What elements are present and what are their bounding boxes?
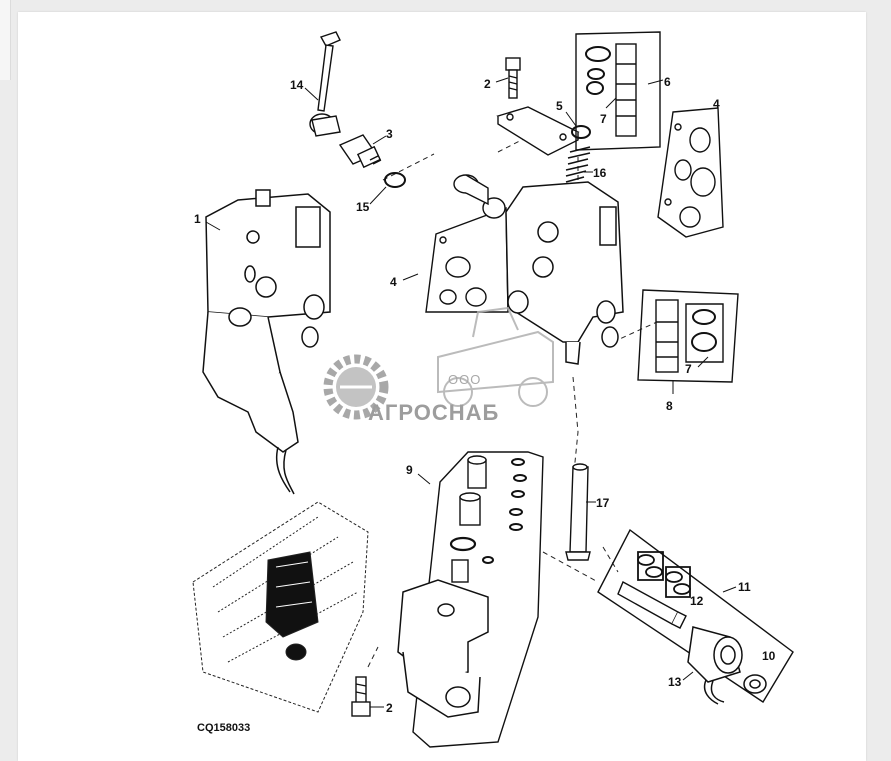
callout-2-top: 2 xyxy=(484,77,509,91)
svg-text:16: 16 xyxy=(593,166,607,180)
svg-text:2: 2 xyxy=(386,701,393,715)
svg-text:12: 12 xyxy=(690,594,704,608)
callout-3: 3 xyxy=(372,127,393,145)
part-11-cartridge xyxy=(617,581,687,629)
callout-2-bottom: 2 xyxy=(370,701,393,715)
exploded-parts-diagram: ООО АГРОСНАБ 14 3 15 1 2 5 6 xyxy=(192,31,794,748)
part-5-o-ring xyxy=(571,125,591,139)
tractor-silhouette-icon xyxy=(437,306,554,407)
callout-1: 1 xyxy=(194,212,221,231)
sidebar-edge xyxy=(0,0,11,80)
callout-11: 11 xyxy=(722,580,751,594)
callout-7-right: 7 xyxy=(685,356,709,376)
agrosnab-watermark: ООО АГРОСНАБ xyxy=(323,306,554,425)
cover-plate xyxy=(496,106,580,156)
part-17-pin xyxy=(565,463,591,561)
diagram-viewer: ООО АГРОСНАБ 14 3 15 1 2 5 6 xyxy=(18,12,866,761)
callout-8: 8 xyxy=(666,380,674,413)
svg-text:3: 3 xyxy=(386,127,393,141)
part-12-seal-pair xyxy=(637,551,691,598)
callout-5: 5 xyxy=(556,99,577,127)
part-2-bolt-bottom xyxy=(351,676,371,717)
callout-6: 6 xyxy=(647,75,671,89)
part-11-kit-outline xyxy=(597,528,794,703)
svg-text:4: 4 xyxy=(390,275,397,289)
svg-text:7: 7 xyxy=(600,112,607,126)
valve-stack-inset xyxy=(192,501,369,713)
part-9-spool-components xyxy=(449,455,527,583)
svg-text:7: 7 xyxy=(685,362,692,376)
part-2-bolt-top xyxy=(505,57,521,99)
callout-14: 14 xyxy=(290,78,319,101)
gear-logo-icon xyxy=(323,354,389,420)
svg-text:15: 15 xyxy=(356,200,370,214)
callout-9: 9 xyxy=(406,463,431,485)
svg-text:2: 2 xyxy=(484,77,491,91)
part-3-fitting xyxy=(338,134,382,169)
center-valve-section xyxy=(505,181,624,365)
part-10-nut xyxy=(743,674,767,694)
part-13-solenoid-coil xyxy=(687,626,743,705)
svg-text:4: 4 xyxy=(713,97,720,111)
svg-text:8: 8 xyxy=(666,399,673,413)
callout-12: 12 xyxy=(678,594,704,608)
callout-4-top: 4 xyxy=(713,97,720,111)
part-6-seal-kit xyxy=(575,31,661,151)
part-9-mounting-bracket xyxy=(397,579,489,718)
watermark-prefix: ООО xyxy=(448,372,481,387)
watermark-brand: АГРОСНАБ xyxy=(368,400,499,425)
part-8-seal-kit xyxy=(637,289,739,383)
svg-text:6: 6 xyxy=(664,75,671,89)
part-9-kit-outline xyxy=(412,451,544,748)
stud-fitting xyxy=(453,174,489,206)
callout-17: 17 xyxy=(586,496,610,510)
part-1-valve-section xyxy=(202,189,331,495)
callout-7-top: 7 xyxy=(600,97,617,126)
part-15-o-ring xyxy=(384,172,406,188)
callout-4-left: 4 xyxy=(390,273,419,289)
svg-text:5: 5 xyxy=(556,99,563,113)
svg-text:10: 10 xyxy=(762,649,776,663)
svg-text:9: 9 xyxy=(406,463,413,477)
callout-13: 13 xyxy=(668,671,694,689)
callout-10: 10 xyxy=(762,649,776,663)
svg-text:17: 17 xyxy=(596,496,610,510)
callout-16: 16 xyxy=(584,166,607,180)
svg-text:11: 11 xyxy=(738,580,751,594)
svg-text:14: 14 xyxy=(290,78,304,92)
part-4-gasket-left xyxy=(425,197,509,313)
svg-text:13: 13 xyxy=(668,675,682,689)
callout-15: 15 xyxy=(356,186,387,214)
part-4-gasket-right xyxy=(657,107,724,238)
part-14-lever xyxy=(309,31,341,137)
svg-text:1: 1 xyxy=(194,212,201,226)
callout-labels: 14 3 15 1 2 5 6 7 4 xyxy=(194,75,776,715)
figure-code: CQ158033 xyxy=(197,722,250,734)
